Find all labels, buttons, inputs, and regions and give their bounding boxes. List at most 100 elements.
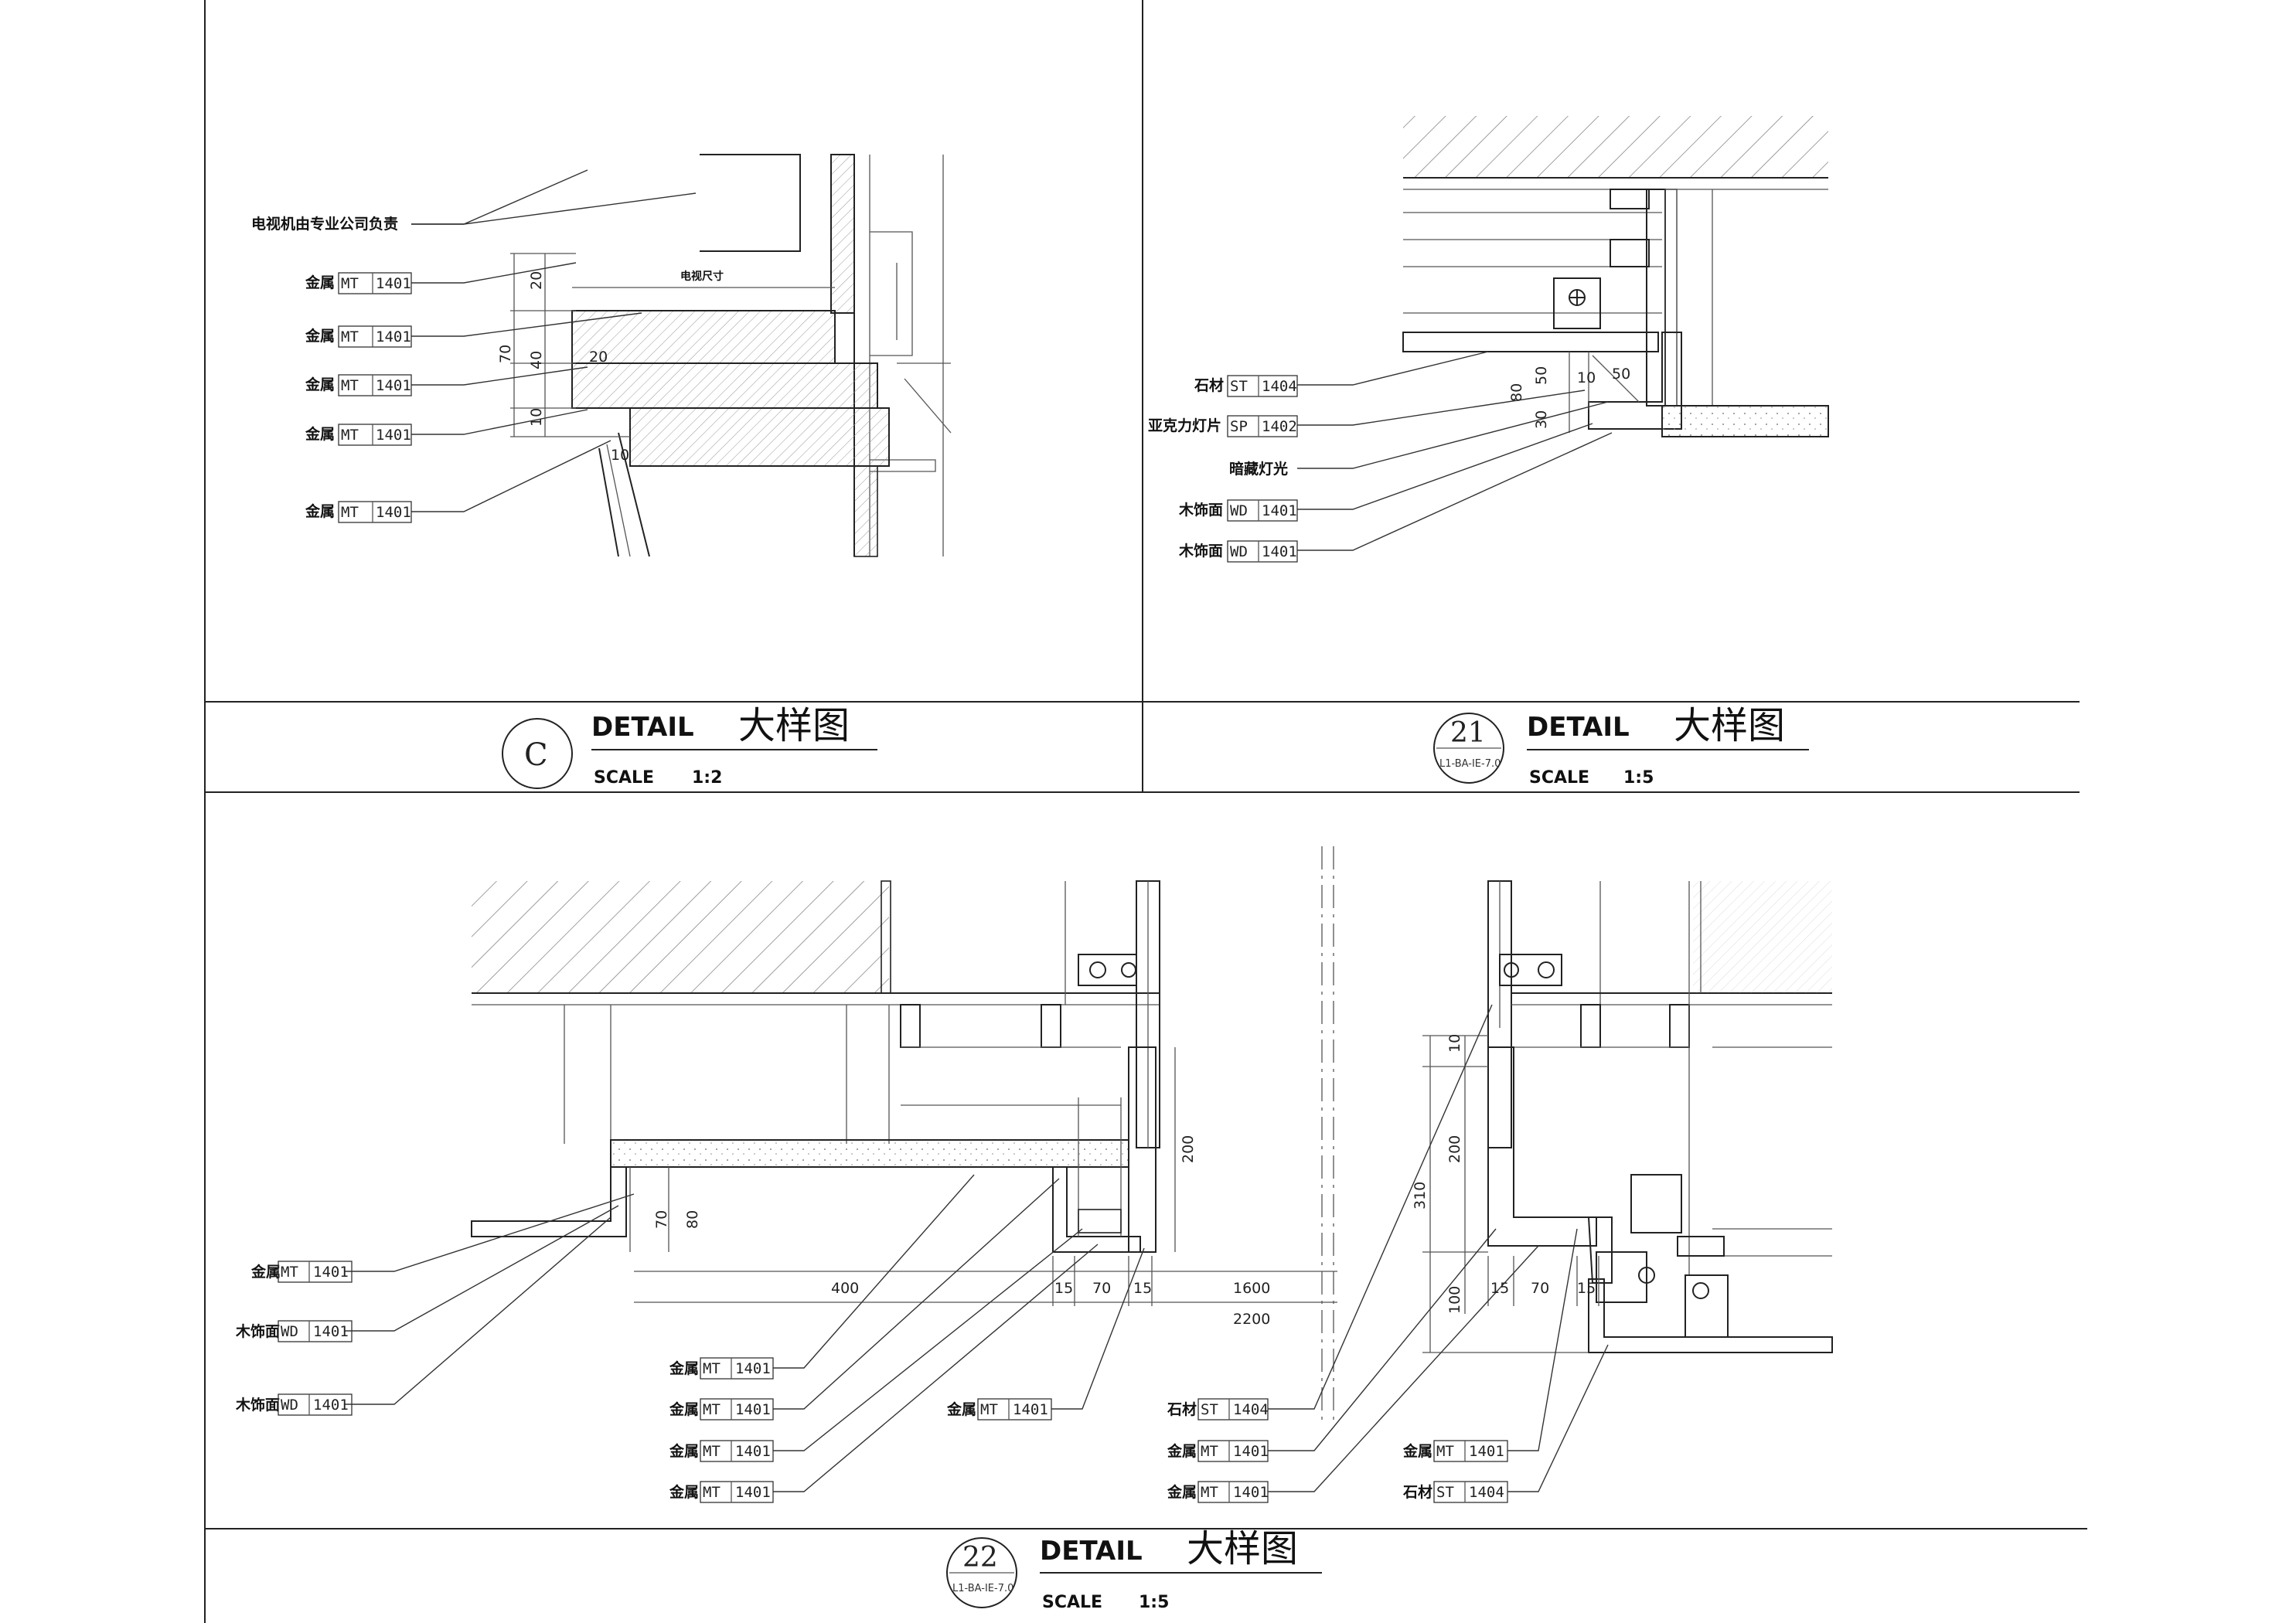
callout-22-m3: 金属 MT 1401	[669, 1440, 774, 1462]
title-cn: 大样图	[738, 704, 850, 747]
callout-code: MT	[703, 1360, 720, 1377]
callout-code: MT	[341, 504, 359, 521]
sheet-frame	[204, 0, 2087, 1623]
callout-material: 石材	[1402, 1483, 1432, 1501]
callout-material: 暗藏灯光	[1229, 460, 1288, 478]
callout-material: 金属	[250, 1263, 281, 1281]
dim-22-15c: 15	[1490, 1280, 1509, 1297]
callout-21-4: 木饰面 WD 1401	[1178, 499, 1298, 522]
callout-number: 1401	[1233, 1484, 1269, 1501]
callout-material: 金属	[669, 1400, 699, 1418]
dim-22-80: 80	[684, 1210, 701, 1229]
callout-22-r1: 石材 ST 1404	[1167, 1398, 1269, 1421]
dim-22-200b: 200	[1446, 1135, 1463, 1163]
panel-21-title: 21 L1-BA-IE-7.0 DETAIL 大样图 SCALE 1:5	[1433, 704, 1809, 788]
callout-material: 金属	[946, 1400, 976, 1418]
callout-material: 木饰面	[235, 1396, 280, 1414]
title-scale: 1:5	[1139, 1593, 1169, 1612]
callout-22-f2: 石材 ST 1404	[1402, 1481, 1508, 1503]
callout-material: 木饰面	[1178, 501, 1223, 519]
callout-code: WD	[281, 1323, 298, 1340]
dim-c-40: 40	[528, 351, 545, 369]
panel-21-callouts: 石材 ST 1404 亚克力灯片 SP 1402 暗藏灯光 木饰面 WD 140…	[1148, 375, 1298, 563]
callout-22-r3: 金属 MT 1401	[1167, 1481, 1269, 1503]
callout-code: MT	[1436, 1443, 1454, 1460]
dim-22-100: 100	[1446, 1286, 1463, 1314]
title-scale-label: SCALE	[594, 768, 654, 788]
callout-number: 1401	[313, 1323, 349, 1340]
callout-c-2: 金属 MT 1401	[305, 325, 412, 348]
panel-21-dimensions: 80 50 30 50 10	[1508, 366, 1630, 429]
callout-code: ST	[1436, 1484, 1454, 1501]
callout-material: 石材	[1167, 1400, 1197, 1418]
callout-c-3: 金属 MT 1401	[305, 374, 412, 396]
callout-22-m1: 金属 MT 1401	[669, 1357, 774, 1380]
callout-22-l3: 木饰面 WD 1401	[235, 1393, 353, 1416]
callout-material: 木饰面	[1178, 542, 1223, 560]
callout-material: 金属	[1167, 1442, 1197, 1460]
dim-22-2200: 2200	[1233, 1311, 1270, 1328]
callout-material: 金属	[305, 274, 335, 291]
panel-22-callouts: 金属 MT 1401 木饰面 WD 1401 木饰面 WD 1401 金属 MT…	[235, 1261, 1508, 1503]
callout-22-l1: 金属 MT 1401	[250, 1261, 353, 1283]
callout-number: 1401	[1013, 1401, 1048, 1418]
callout-22-m4: 金属 MT 1401	[669, 1481, 774, 1503]
dim-21-80: 80	[1508, 383, 1525, 402]
callout-number: 1401	[313, 1397, 349, 1414]
callout-number: 1401	[735, 1360, 771, 1377]
callout-material: 金属	[669, 1359, 699, 1377]
callout-number: 1401	[376, 275, 411, 292]
callout-code: ST	[1201, 1401, 1218, 1418]
dim-22-15a: 15	[1054, 1280, 1073, 1297]
panel-c-drawing	[411, 154, 952, 557]
callout-c-1: 金属 MT 1401	[305, 272, 412, 294]
callout-code: WD	[1230, 543, 1248, 560]
title-scale: 1:2	[692, 768, 722, 788]
callout-21-3: 暗藏灯光	[1229, 460, 1288, 478]
callout-code: MT	[1201, 1443, 1218, 1460]
callout-material: 金属	[669, 1442, 699, 1460]
callout-number: 1404	[1469, 1484, 1504, 1501]
dim-21-50b: 50	[1612, 366, 1630, 383]
title-scale-label: SCALE	[1529, 768, 1589, 788]
callout-number: 1401	[735, 1443, 771, 1460]
callout-c-4: 金属 MT 1401	[305, 424, 412, 446]
panel-22-drawing-right	[1268, 880, 1833, 1492]
tv-size-label: 电视尺寸	[680, 270, 724, 283]
callout-code: SP	[1230, 418, 1248, 435]
callout-21-5: 木饰面 WD 1401	[1178, 540, 1298, 563]
callout-22-m2: 金属 MT 1401	[669, 1398, 774, 1421]
callout-22-m5: 金属 MT 1401	[946, 1398, 1052, 1421]
callout-code: MT	[341, 377, 359, 394]
title-number: 22	[962, 1542, 998, 1574]
callout-code: MT	[341, 427, 359, 444]
dim-c-20b: 20	[589, 349, 608, 366]
dim-22-10: 10	[1446, 1034, 1463, 1053]
title-scale: 1:5	[1623, 768, 1654, 788]
callout-number: 1401	[376, 504, 411, 521]
dim-22-70b: 70	[1092, 1280, 1111, 1297]
title-detail: DETAIL	[1527, 712, 1630, 743]
callout-code: MT	[703, 1443, 720, 1460]
dim-22-400: 400	[831, 1280, 859, 1297]
callout-number: 1401	[735, 1484, 771, 1501]
callout-22-l2: 木饰面 WD 1401	[235, 1320, 353, 1342]
callout-code: MT	[703, 1401, 720, 1418]
dim-21-10: 10	[1577, 369, 1596, 386]
title-detail: DETAIL	[591, 712, 694, 743]
callout-number: 1401	[376, 427, 411, 444]
title-scale-label: SCALE	[1042, 1593, 1102, 1612]
callout-code: MT	[341, 328, 359, 345]
callout-c-5: 金属 MT 1401	[305, 501, 412, 523]
tv-note-label: 电视机由专业公司负责	[251, 215, 398, 233]
callout-number: 1404	[1262, 378, 1297, 395]
dim-22-70c: 70	[1531, 1280, 1549, 1297]
title-number: 21	[1450, 717, 1486, 749]
callout-number: 1401	[1233, 1443, 1269, 1460]
callout-21-1: 石材 ST 1404	[1194, 375, 1298, 397]
callout-material: 亚克力灯片	[1148, 417, 1221, 434]
dim-c-70: 70	[497, 345, 514, 363]
callout-code: MT	[341, 275, 359, 292]
panel-21-drawing	[1297, 116, 1829, 551]
dim-22-310: 310	[1412, 1182, 1429, 1210]
